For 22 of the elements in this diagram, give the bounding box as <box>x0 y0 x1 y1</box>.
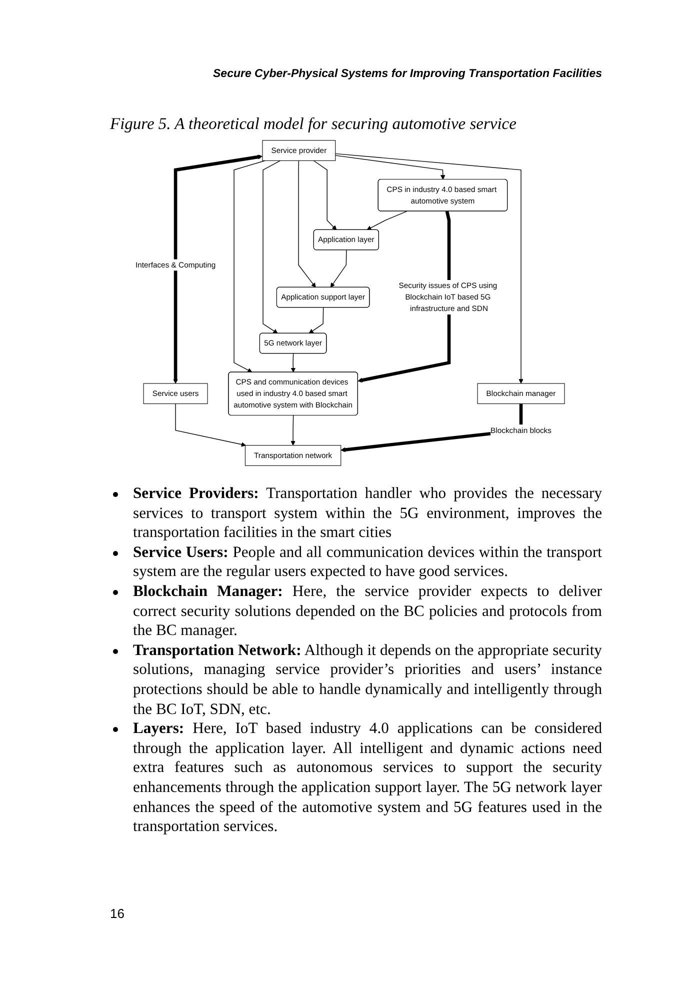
bullet-text: Transportation Network: Although it depends on the appropriate security solutions, managing service provider’s priorities and users’ instance protections should be able to handle dynamically and intelligently through the BC IoT, SDN, etc. <box>133 640 602 720</box>
arrow <box>308 307 324 334</box>
bullet-text: Layers: Here, IoT based industry 4.0 applications can be considered through the application layer. All intelligent and dynamic actions need extra features such as autonomous services to support the security enhancements through the application support layer. The 5G network layer enhances the speed of the automotive system and 5G features used in the transportation services. <box>133 719 602 837</box>
page-number: 16 <box>110 906 124 921</box>
bullet-text: Service Providers: Transportation handler who provides the necessary services to transport system within the 5G environment, improves the transportation facilities in the smart cities <box>133 484 602 543</box>
arrow <box>290 415 296 446</box>
arrow <box>175 403 246 447</box>
arrow <box>173 154 262 384</box>
arrow <box>298 160 316 288</box>
arrow <box>234 160 266 372</box>
arrow <box>366 210 408 230</box>
arrow <box>335 153 524 384</box>
running-header: Secure Cyber-Physical Systems for Improving Transportation Facilities <box>213 68 602 80</box>
bullet-text: Service Users: People and all communication devices within the transport system are the regular users expected to have good services. <box>133 542 602 582</box>
arrow <box>313 160 337 230</box>
arrow <box>335 155 446 180</box>
arrow <box>330 250 347 288</box>
figure-caption: Figure 5. A theoretical model for securing automotive service <box>110 114 516 134</box>
bullet-text: Blockchain Manager: Here, the service provider expects to deliver correct security solutions depended on the BC policies and protocols from the BC manager. <box>133 582 602 641</box>
arrow <box>262 160 281 334</box>
arrow <box>290 353 296 372</box>
arrow <box>358 210 451 383</box>
